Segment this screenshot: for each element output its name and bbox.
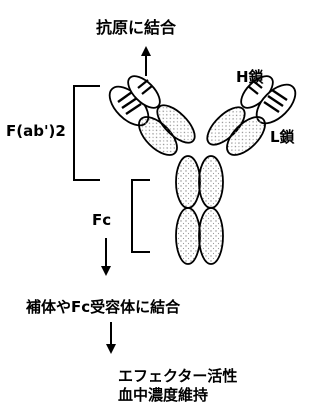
antigen-binding-label: 抗原に結合	[96, 14, 176, 38]
fc-right-stem	[199, 156, 223, 264]
complement-binding-label: 補体やFc受容体に結合	[26, 296, 180, 317]
arrow-down-effector	[106, 322, 116, 354]
arrow-down-fc	[101, 238, 111, 276]
light-chain-label: L鎖	[270, 126, 295, 147]
arrow-up-antigen	[141, 46, 151, 76]
fc-bracket	[132, 180, 150, 252]
half-life-label: 血中濃度維持	[118, 384, 208, 405]
fc-region-label: Fc	[92, 211, 111, 229]
fab-bracket	[74, 86, 100, 180]
heavy-chain-label: H鎖	[236, 66, 264, 87]
fab-region-label: F(ab')2	[6, 122, 66, 140]
fc-left-stem	[176, 156, 200, 264]
effector-activity-label: エフェクター活性	[118, 365, 237, 386]
